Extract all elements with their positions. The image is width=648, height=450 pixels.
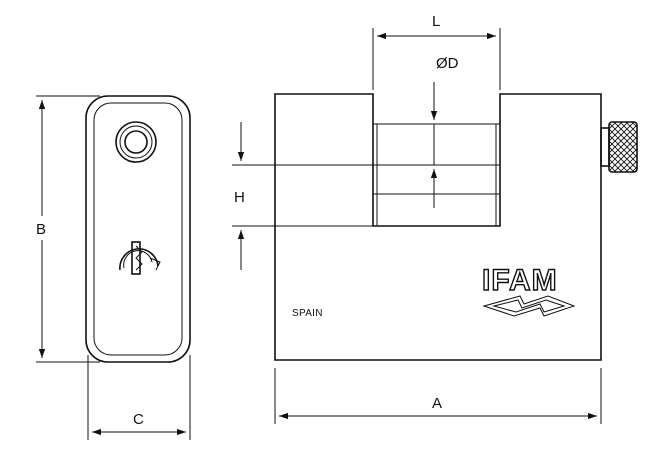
ifam-logo: IFAM [481, 263, 576, 317]
side-inner-outline [93, 102, 183, 356]
front-body-outline [274, 93, 602, 361]
front-view: SPAIN IFAM [274, 93, 638, 361]
knurled-knob-icon [600, 121, 638, 173]
side-outer-outline [85, 95, 191, 363]
dimension-b-label: B [36, 221, 46, 238]
dimension-h-label: H [234, 189, 245, 206]
dimension-b: B [36, 95, 100, 363]
dimension-d: ØD [430, 55, 459, 208]
dimension-c: C [87, 355, 191, 440]
side-view [85, 95, 191, 363]
cylinder-icon [115, 121, 157, 163]
dimension-a: A [274, 368, 602, 424]
dimension-h: H [232, 122, 373, 270]
country-mark: SPAIN [292, 308, 323, 319]
dimension-a-label: A [432, 395, 442, 412]
keyhole-icon [119, 241, 161, 275]
dimension-d-label: ØD [436, 55, 459, 72]
brand-text: IFAM [482, 264, 558, 297]
dimension-l-label: L [432, 13, 440, 30]
dimension-l: L [372, 13, 501, 90]
dimension-c-label: C [133, 411, 144, 428]
